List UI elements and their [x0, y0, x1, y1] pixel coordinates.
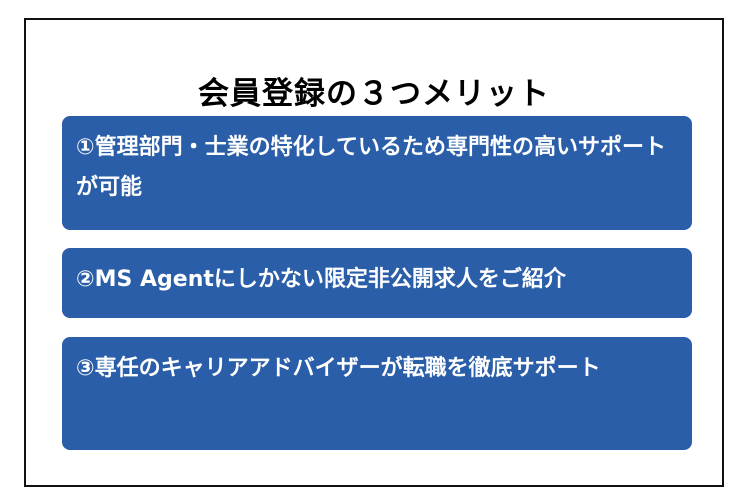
merit-text: ②MS Agentにしかない限定非公開求人をご紹介	[76, 267, 566, 292]
page-title: 会員登録の３つメリット	[198, 76, 550, 112]
merits-panel: 会員登録の３つメリット ①管理部門・士業の特化しているため専門性の高いサポートが…	[24, 18, 724, 487]
merit-card-2: ②MS Agentにしかない限定非公開求人をご紹介	[62, 248, 692, 318]
merit-text: ①管理部門・士業の特化しているため専門性の高いサポートが可能	[76, 135, 666, 200]
merit-text: ③専任のキャリアアドバイザーが転職を徹底サポート	[76, 356, 601, 381]
merit-card-3: ③専任のキャリアアドバイザーが転職を徹底サポート	[62, 337, 692, 450]
merit-card-1: ①管理部門・士業の特化しているため専門性の高いサポートが可能	[62, 116, 692, 230]
